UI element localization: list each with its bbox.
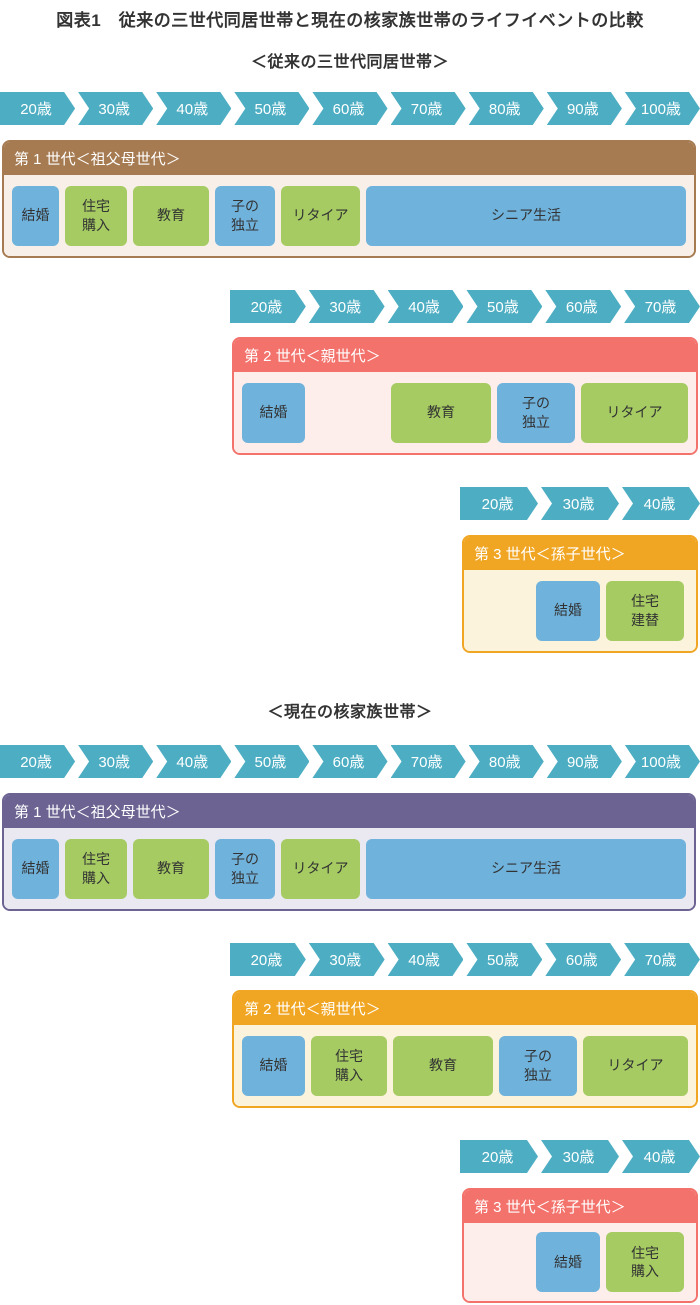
trad-gen3-box: 第 3 世代＜孫子世代＞ 結婚 住宅 建替 bbox=[462, 535, 698, 653]
event-gap bbox=[472, 581, 530, 641]
nuc-gen1-header: 第 1 世代＜祖父母世代＞ bbox=[4, 795, 694, 828]
age-segment: 70歳 bbox=[391, 745, 466, 778]
age-segment: 70歳 bbox=[624, 943, 700, 976]
age-segment: 60歳 bbox=[312, 92, 387, 125]
event-block: 子の 独立 bbox=[497, 382, 575, 443]
event-block: 教育 bbox=[391, 382, 491, 443]
event-block: 教育 bbox=[133, 838, 209, 899]
age-segment: 100歳 bbox=[625, 92, 700, 125]
trad-gen1-box: 第 1 世代＜祖父母世代＞ 結婚 住宅 購入 教育 子の 独立 リタイア シニア… bbox=[2, 140, 696, 258]
age-segment: 90歳 bbox=[547, 745, 622, 778]
section-heading-traditional: ＜従来の三世代同居世帯＞ bbox=[250, 54, 449, 71]
page-title: 図表1 従来の三世代同居世帯と現在の核家族世帯のライフイベントの比較 bbox=[56, 11, 644, 30]
age-segment: 30歳 bbox=[309, 943, 385, 976]
event-block: 子の 独立 bbox=[215, 838, 275, 899]
event-block: シニア生活 bbox=[366, 838, 686, 899]
trad-gen1-events: 結婚 住宅 購入 教育 子の 独立 リタイア シニア生活 bbox=[4, 175, 694, 256]
event-block: 結婚 bbox=[536, 580, 600, 641]
event-block: 結婚 bbox=[536, 1232, 600, 1292]
age-timeline-nuc-gen3: 20歳 30歳 40歳 bbox=[460, 1140, 700, 1173]
age-segment: 20歳 bbox=[0, 745, 75, 778]
age-segment: 40歳 bbox=[622, 487, 700, 520]
age-segment: 30歳 bbox=[309, 290, 385, 323]
trad-gen2-events: 結婚 教育 子の 独立 リタイア bbox=[234, 372, 696, 453]
section-heading-nuclear: ＜現在の核家族世帯＞ bbox=[267, 704, 433, 721]
age-segment: 40歳 bbox=[156, 92, 231, 125]
age-segment: 60歳 bbox=[312, 745, 387, 778]
nuc-gen2-events: 結婚 住宅 購入 教育 子の 独立 リタイア bbox=[234, 1025, 696, 1106]
age-segment: 70歳 bbox=[391, 92, 466, 125]
age-segment: 30歳 bbox=[541, 1140, 619, 1173]
age-segment: 20歳 bbox=[230, 290, 306, 323]
trad-gen1-header: 第 1 世代＜祖父母世代＞ bbox=[4, 142, 694, 175]
event-gap bbox=[472, 1232, 530, 1292]
age-timeline-nuc-gen1: 20歳 30歳 40歳 50歳 60歳 70歳 80歳 90歳 100歳 bbox=[0, 745, 700, 778]
event-gap bbox=[305, 383, 385, 443]
event-block: 住宅 建替 bbox=[606, 580, 684, 641]
age-timeline-trad-gen2: 20歳 30歳 40歳 50歳 60歳 70歳 bbox=[230, 290, 700, 323]
trad-gen3-header: 第 3 世代＜孫子世代＞ bbox=[464, 537, 696, 570]
age-segment: 90歳 bbox=[547, 92, 622, 125]
nuc-gen2-header: 第 2 世代＜親世代＞ bbox=[234, 992, 696, 1025]
event-block: 子の 独立 bbox=[215, 185, 275, 246]
event-block: リタイア bbox=[281, 185, 360, 246]
age-segment: 40歳 bbox=[388, 943, 464, 976]
event-block: 結婚 bbox=[242, 1035, 305, 1096]
nuc-gen2-box: 第 2 世代＜親世代＞ 結婚 住宅 購入 教育 子の 独立 リタイア bbox=[232, 990, 698, 1108]
age-timeline-trad-gen1: 20歳 30歳 40歳 50歳 60歳 70歳 80歳 90歳 100歳 bbox=[0, 92, 700, 125]
nuc-gen3-box: 第 3 世代＜孫子世代＞ 結婚 住宅 購入 bbox=[462, 1188, 698, 1303]
age-segment: 30歳 bbox=[78, 745, 153, 778]
trad-gen2-box: 第 2 世代＜親世代＞ 結婚 教育 子の 独立 リタイア bbox=[232, 337, 698, 455]
age-segment: 100歳 bbox=[625, 745, 700, 778]
age-segment: 40歳 bbox=[622, 1140, 700, 1173]
event-block: 住宅 購入 bbox=[65, 838, 127, 899]
age-segment: 20歳 bbox=[460, 487, 538, 520]
event-block: 住宅 購入 bbox=[606, 1232, 684, 1292]
age-timeline-nuc-gen2: 20歳 30歳 40歳 50歳 60歳 70歳 bbox=[230, 943, 700, 976]
event-block: シニア生活 bbox=[366, 185, 686, 246]
age-segment: 60歳 bbox=[545, 290, 621, 323]
age-segment: 80歳 bbox=[469, 745, 544, 778]
age-segment: 50歳 bbox=[234, 92, 309, 125]
event-block: 教育 bbox=[393, 1035, 493, 1096]
nuc-gen3-header: 第 3 世代＜孫子世代＞ bbox=[464, 1190, 696, 1223]
age-segment: 50歳 bbox=[234, 745, 309, 778]
trad-gen2-header: 第 2 世代＜親世代＞ bbox=[234, 339, 696, 372]
age-segment: 60歳 bbox=[545, 943, 621, 976]
age-segment: 50歳 bbox=[466, 290, 542, 323]
event-block: 結婚 bbox=[242, 382, 305, 443]
age-segment: 40歳 bbox=[156, 745, 231, 778]
event-block: リタイア bbox=[583, 1035, 688, 1096]
event-block: 住宅 購入 bbox=[311, 1035, 387, 1096]
age-timeline-trad-gen3: 20歳 30歳 40歳 bbox=[460, 487, 700, 520]
age-segment: 30歳 bbox=[541, 487, 619, 520]
nuc-gen3-events: 結婚 住宅 購入 bbox=[464, 1223, 696, 1301]
age-segment: 20歳 bbox=[230, 943, 306, 976]
event-block: 結婚 bbox=[12, 185, 59, 246]
event-block: 教育 bbox=[133, 185, 209, 246]
age-segment: 50歳 bbox=[466, 943, 542, 976]
event-block: 結婚 bbox=[12, 838, 59, 899]
age-segment: 20歳 bbox=[460, 1140, 538, 1173]
age-segment: 30歳 bbox=[78, 92, 153, 125]
age-segment: 70歳 bbox=[624, 290, 700, 323]
nuc-gen1-box: 第 1 世代＜祖父母世代＞ 結婚 住宅 購入 教育 子の 独立 リタイア シニア… bbox=[2, 793, 696, 911]
age-segment: 40歳 bbox=[388, 290, 464, 323]
age-segment: 80歳 bbox=[469, 92, 544, 125]
event-block: リタイア bbox=[581, 382, 688, 443]
event-block: 子の 独立 bbox=[499, 1035, 577, 1096]
event-block: リタイア bbox=[281, 838, 360, 899]
event-block: 住宅 購入 bbox=[65, 185, 127, 246]
age-segment: 20歳 bbox=[0, 92, 75, 125]
trad-gen3-events: 結婚 住宅 建替 bbox=[464, 570, 696, 651]
nuc-gen1-events: 結婚 住宅 購入 教育 子の 独立 リタイア シニア生活 bbox=[4, 828, 694, 909]
